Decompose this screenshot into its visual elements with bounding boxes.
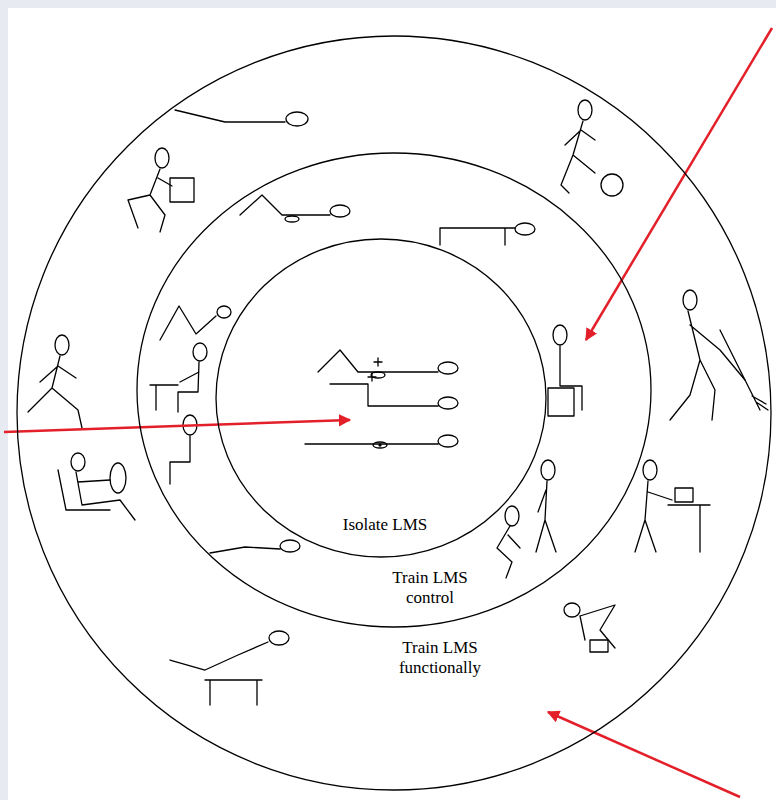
figure-head <box>553 325 567 345</box>
counter-box <box>675 488 693 502</box>
pelvis-dot <box>379 444 381 446</box>
figure-head <box>438 397 458 409</box>
counter-figure <box>635 481 672 552</box>
quadruped-figure <box>160 306 216 340</box>
pelvis-marker <box>373 442 387 448</box>
table-seated-figure <box>150 362 199 412</box>
squat-figure <box>497 526 520 578</box>
figure-head <box>683 290 697 310</box>
ring-region: Train LMS functionally Train LMS control I… <box>16 35 772 791</box>
figure-head <box>280 540 300 552</box>
red-pointer-arrow <box>586 28 772 340</box>
plus-mark <box>374 358 382 366</box>
walking-figure <box>536 481 556 552</box>
red-pointer-arrow <box>4 420 350 432</box>
ring-region: Train LMS control Isolate LMS <box>136 152 652 628</box>
seated-figure <box>560 346 582 410</box>
car-seat <box>58 470 110 510</box>
flat-lying-figure <box>305 443 438 444</box>
kicking-figure <box>561 121 595 193</box>
figure-head <box>193 343 207 361</box>
hoeing-figure <box>670 311 745 420</box>
figure-head <box>269 631 289 645</box>
paper-ground <box>8 8 776 800</box>
crouching-figure <box>580 605 615 648</box>
ring-outline <box>137 153 651 627</box>
bridge-figure <box>440 228 515 245</box>
pelvis-marker <box>285 216 299 222</box>
legs-raised-figure <box>330 384 438 406</box>
ball <box>601 174 623 196</box>
steering-wheel <box>110 463 126 493</box>
box-seat <box>548 388 574 416</box>
ring-outline <box>216 239 546 557</box>
crook-lying-figure <box>318 350 438 372</box>
figure-head <box>564 603 580 617</box>
ring-label: Train LMS functionally <box>385 638 495 677</box>
hurdle <box>205 680 262 705</box>
figure-head <box>505 506 519 526</box>
running-figure <box>28 356 82 428</box>
figure-head <box>155 148 169 168</box>
ring-outline <box>17 36 771 790</box>
figure-head <box>541 460 555 480</box>
floor-box <box>590 640 608 652</box>
figure-head <box>55 335 69 355</box>
crook-lying-figure <box>240 195 330 215</box>
red-pointer-arrow <box>548 712 740 797</box>
figure-head <box>438 362 458 374</box>
figure-head <box>438 435 458 447</box>
hurdling-figure <box>170 642 268 670</box>
figure-head <box>71 453 85 471</box>
hoe <box>720 330 768 410</box>
plus-mark <box>368 373 376 381</box>
ring-outline-layer <box>16 35 772 791</box>
figure-head <box>578 100 592 120</box>
ring-label: Train LMS control <box>375 568 485 607</box>
prone-figure <box>175 110 285 122</box>
sitting-figure <box>170 436 190 484</box>
figure-head <box>286 112 308 126</box>
lifting-figure <box>128 169 172 232</box>
figure-head <box>515 223 535 235</box>
ring-outline-layer <box>215 238 547 558</box>
counter <box>668 505 710 552</box>
side-lying-figure <box>210 547 280 553</box>
figure-head <box>217 306 231 318</box>
ring-label: Isolate LMS <box>330 515 440 535</box>
lifted-box <box>170 178 194 202</box>
figure-head <box>643 460 657 480</box>
figure-head <box>330 205 350 217</box>
ring-region: Isolate LMS <box>215 238 547 558</box>
